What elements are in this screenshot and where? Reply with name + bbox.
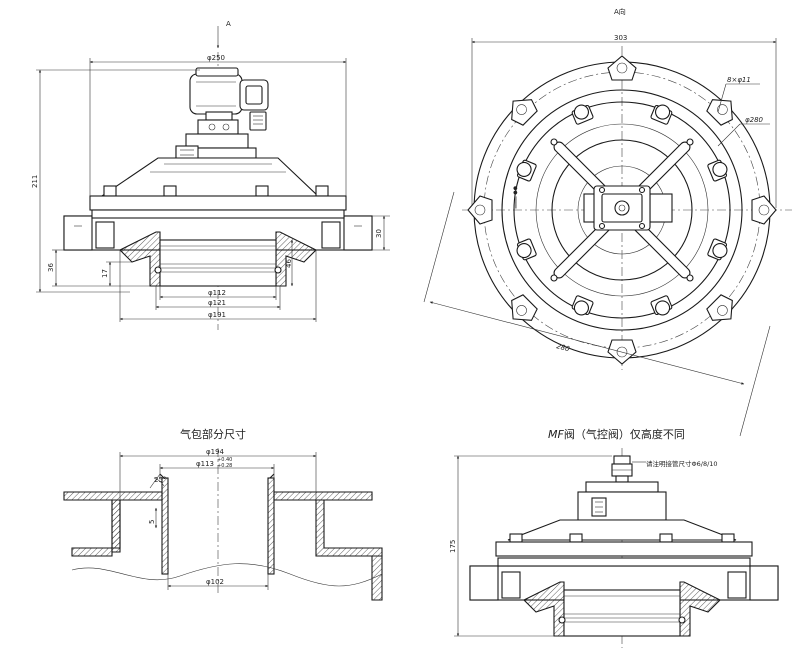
dim-outer-diameter: φ194 — [206, 448, 225, 456]
dim-tol-lower: +0.28 — [217, 463, 232, 469]
top-view-title: A向 — [614, 7, 626, 16]
dim-flange-height: 30 — [375, 229, 383, 238]
section-title: 气包部分尺寸 — [180, 427, 246, 441]
dim-top-diameter: φ250 — [207, 54, 225, 62]
front-view: A — [31, 20, 390, 330]
dim-thread-height: 17 — [101, 269, 109, 278]
dim-mf-height: 175 — [449, 540, 457, 553]
dim-width: 303 — [614, 34, 627, 42]
dim-diameter-112: φ112 — [208, 289, 226, 297]
svg-text:●● ════: ●● ════ — [512, 186, 518, 209]
dim-bore-diameter: φ113 — [196, 460, 214, 468]
solenoid-coil — [189, 67, 269, 135]
dim-thread-length: 46 — [285, 259, 293, 268]
mf-title: MF阀（气控阀）仅高度不同 — [548, 427, 685, 441]
section-right-wall — [273, 491, 383, 557]
dim-diameter-191: φ191 — [208, 311, 226, 319]
dim-diameter-121: φ121 — [208, 299, 226, 307]
mf-dimensions: 175 — [449, 455, 612, 637]
central-pilot: ●● ════ — [512, 185, 673, 231]
mf-air-fitting: 请注明接管尺寸Φ6/8/10 — [611, 455, 718, 483]
valve-cover — [89, 157, 347, 211]
mf-view: MF阀（气控阀）仅高度不同 请注明接管尺寸Φ6/8/10 — [449, 427, 779, 648]
section-view: 气包部分尺寸 φ194 φ113 +0.40 +0.28 25° — [63, 427, 383, 601]
top-view: A向 303 — [423, 7, 792, 437]
dim-total-height: 211 — [31, 175, 39, 188]
dim-holes: 8×φ11 — [727, 76, 751, 84]
dim-bottom-diameter: φ102 — [206, 578, 224, 586]
mf-body — [495, 481, 753, 557]
top-callouts: 8×φ11 φ280 — [717, 76, 770, 147]
dim-depth: 5 — [148, 520, 156, 524]
dim-inlet-height: 36 — [47, 263, 55, 272]
mf-outlet — [523, 581, 721, 637]
view-arrow-label: A — [226, 20, 231, 28]
front-dimensions: φ250 211 30 36 17 46 φ112 — [31, 54, 390, 322]
mf-fitting-note: 请注明接管尺寸Φ6/8/10 — [646, 459, 718, 468]
dim-tol-upper: +0.40 — [217, 457, 232, 463]
dim-diagonal: 280 — [555, 342, 571, 353]
dim-pcd: φ280 — [745, 116, 764, 124]
diagonal-dimension: 280 — [423, 191, 771, 437]
front-outlet — [119, 231, 317, 287]
section-dimensions: φ194 φ113 +0.40 +0.28 25° 5 φ102 — [119, 448, 317, 590]
mf-flange — [469, 557, 779, 601]
dim-chamfer-angle: 25° — [154, 476, 166, 484]
